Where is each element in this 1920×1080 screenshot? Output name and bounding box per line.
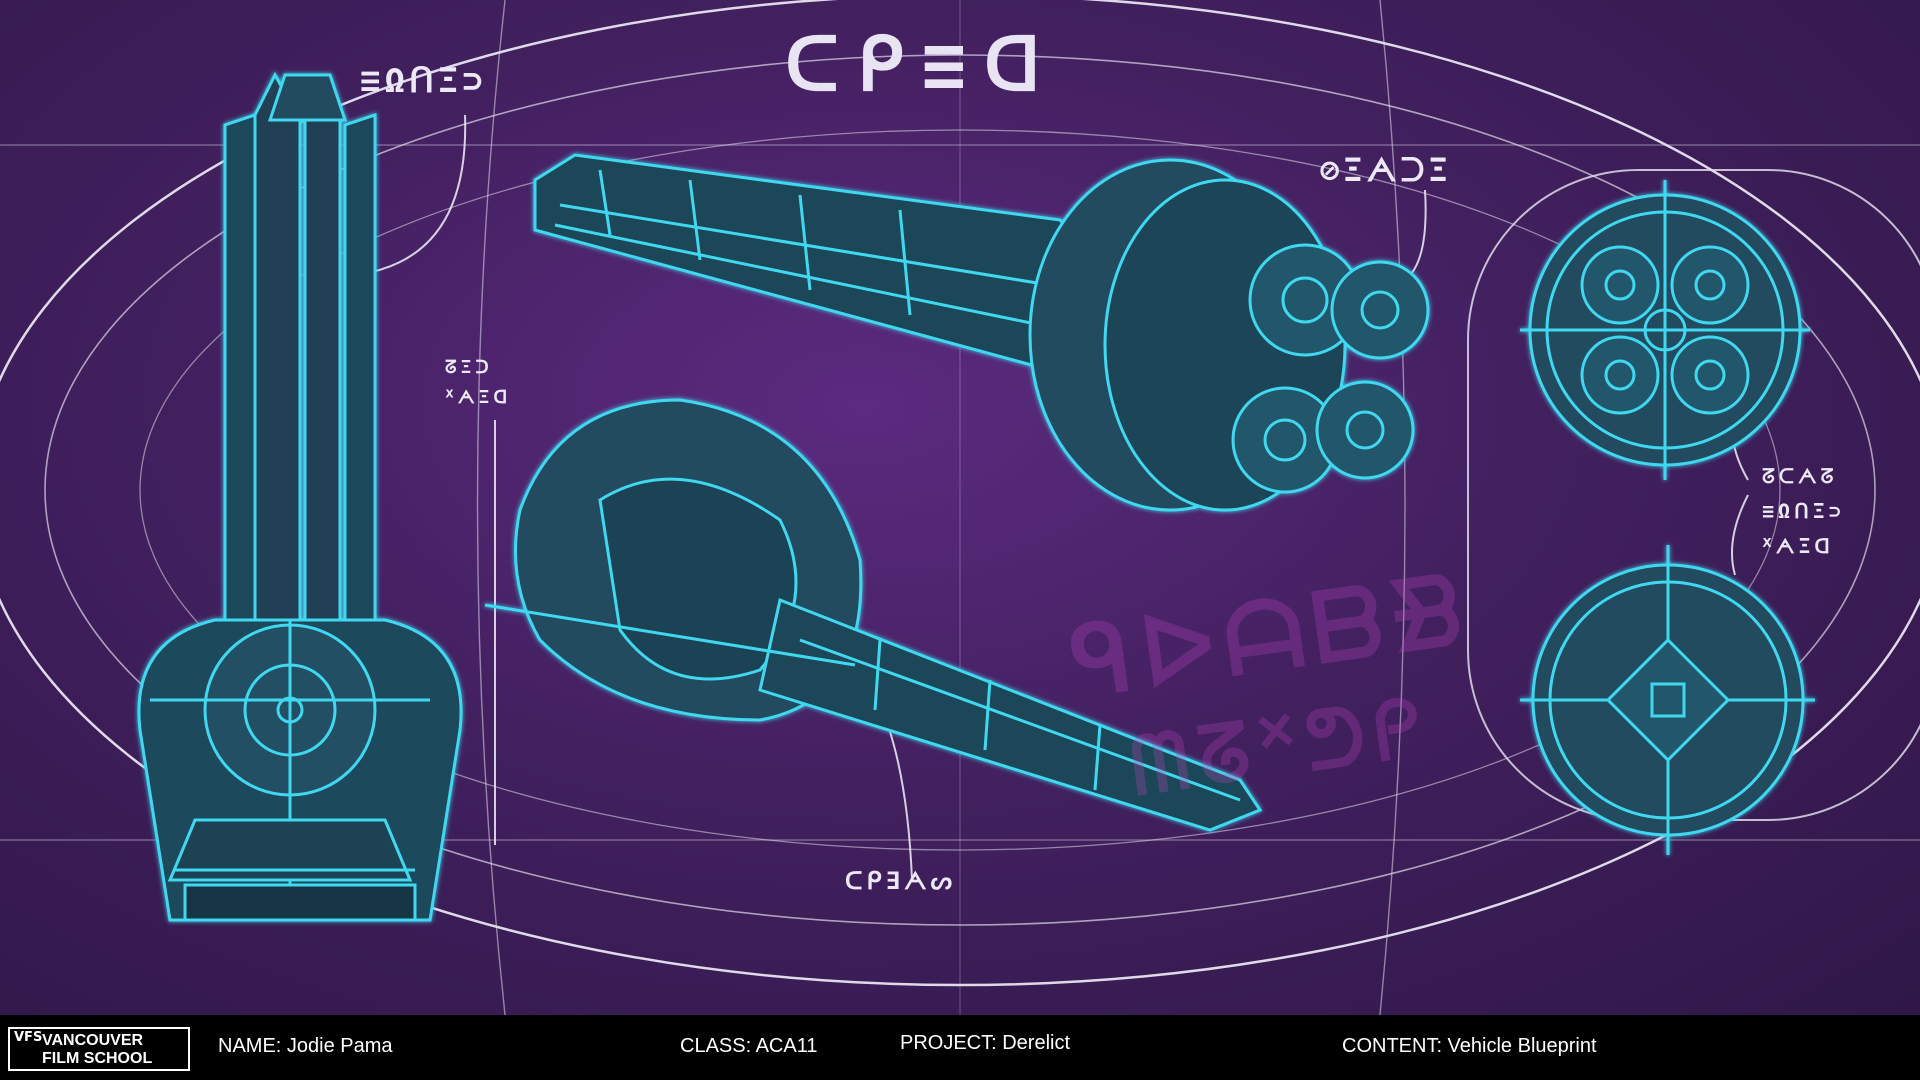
callout-label-right-1: ᘔᑕᗅᘔ	[1762, 464, 1838, 488]
vfs-logo-line-1: VANCOUVER	[42, 1032, 144, 1049]
callout-label-top-right: ⊘ΞᗅᑐΞ	[1320, 151, 1452, 189]
vehicle-drawings	[137, 71, 1815, 922]
callout-label-mid-left-1: ᘔΞᑐ	[445, 357, 493, 378]
callout-label-right-2: ≡ΩᑎΞ⊃	[1762, 499, 1845, 523]
vehicle-rear-view	[1520, 180, 1810, 480]
vehicle-front-view	[1520, 545, 1815, 855]
content-label: CONTENT: Vehicle Blueprint	[1342, 1035, 1597, 1057]
callout-label-right-3: ᕽᗅΞᗡ	[1762, 534, 1834, 558]
footer-bar: VFS VANCOUVER FILM SCHOOL NAME: Jodie Pa…	[0, 1015, 1920, 1080]
vehicle-perspective-lower	[484, 398, 1263, 832]
vehicle-side-view	[137, 71, 463, 922]
callout-label-mid-left-2: ᕽᗅΞᗡ	[445, 387, 512, 408]
class-label: CLASS: ACA11	[680, 1035, 818, 1057]
blueprint-canvas: ᑕᑭ≡ᗡ ≡ΩᑎΞ⊃ ⊘ΞᗅᑐΞ ᘔΞᑐ ᕽᗅΞᗡ ᑕᑭ∃ᗅᔕ ᘔᑕᗅᘔ ≡Ωᑎ…	[0, 0, 1920, 1015]
callout-label-top-left: ≡ΩᑎΞ⊃	[360, 61, 487, 101]
vfs-logo-text: VANCOUVER FILM SCHOOL	[42, 1032, 152, 1068]
vfs-logo: VFS VANCOUVER FILM SCHOOL	[8, 1027, 190, 1071]
callout-label-bottom-center: ᑕᑭ∃ᗅᔕ	[845, 867, 957, 895]
vfs-logo-line-2: FILM SCHOOL	[42, 1050, 153, 1067]
vehicle-perspective-upper	[533, 153, 1430, 512]
student-name: NAME: Jodie Pama	[218, 1035, 393, 1057]
vfs-logo-mark: VFS	[14, 1030, 43, 1045]
project-label: PROJECT: Derelict	[900, 1032, 1071, 1054]
guide-lines	[0, 0, 1920, 1015]
drawing-title-glyphs: ᑕᑭ≡ᗡ	[785, 22, 1059, 108]
